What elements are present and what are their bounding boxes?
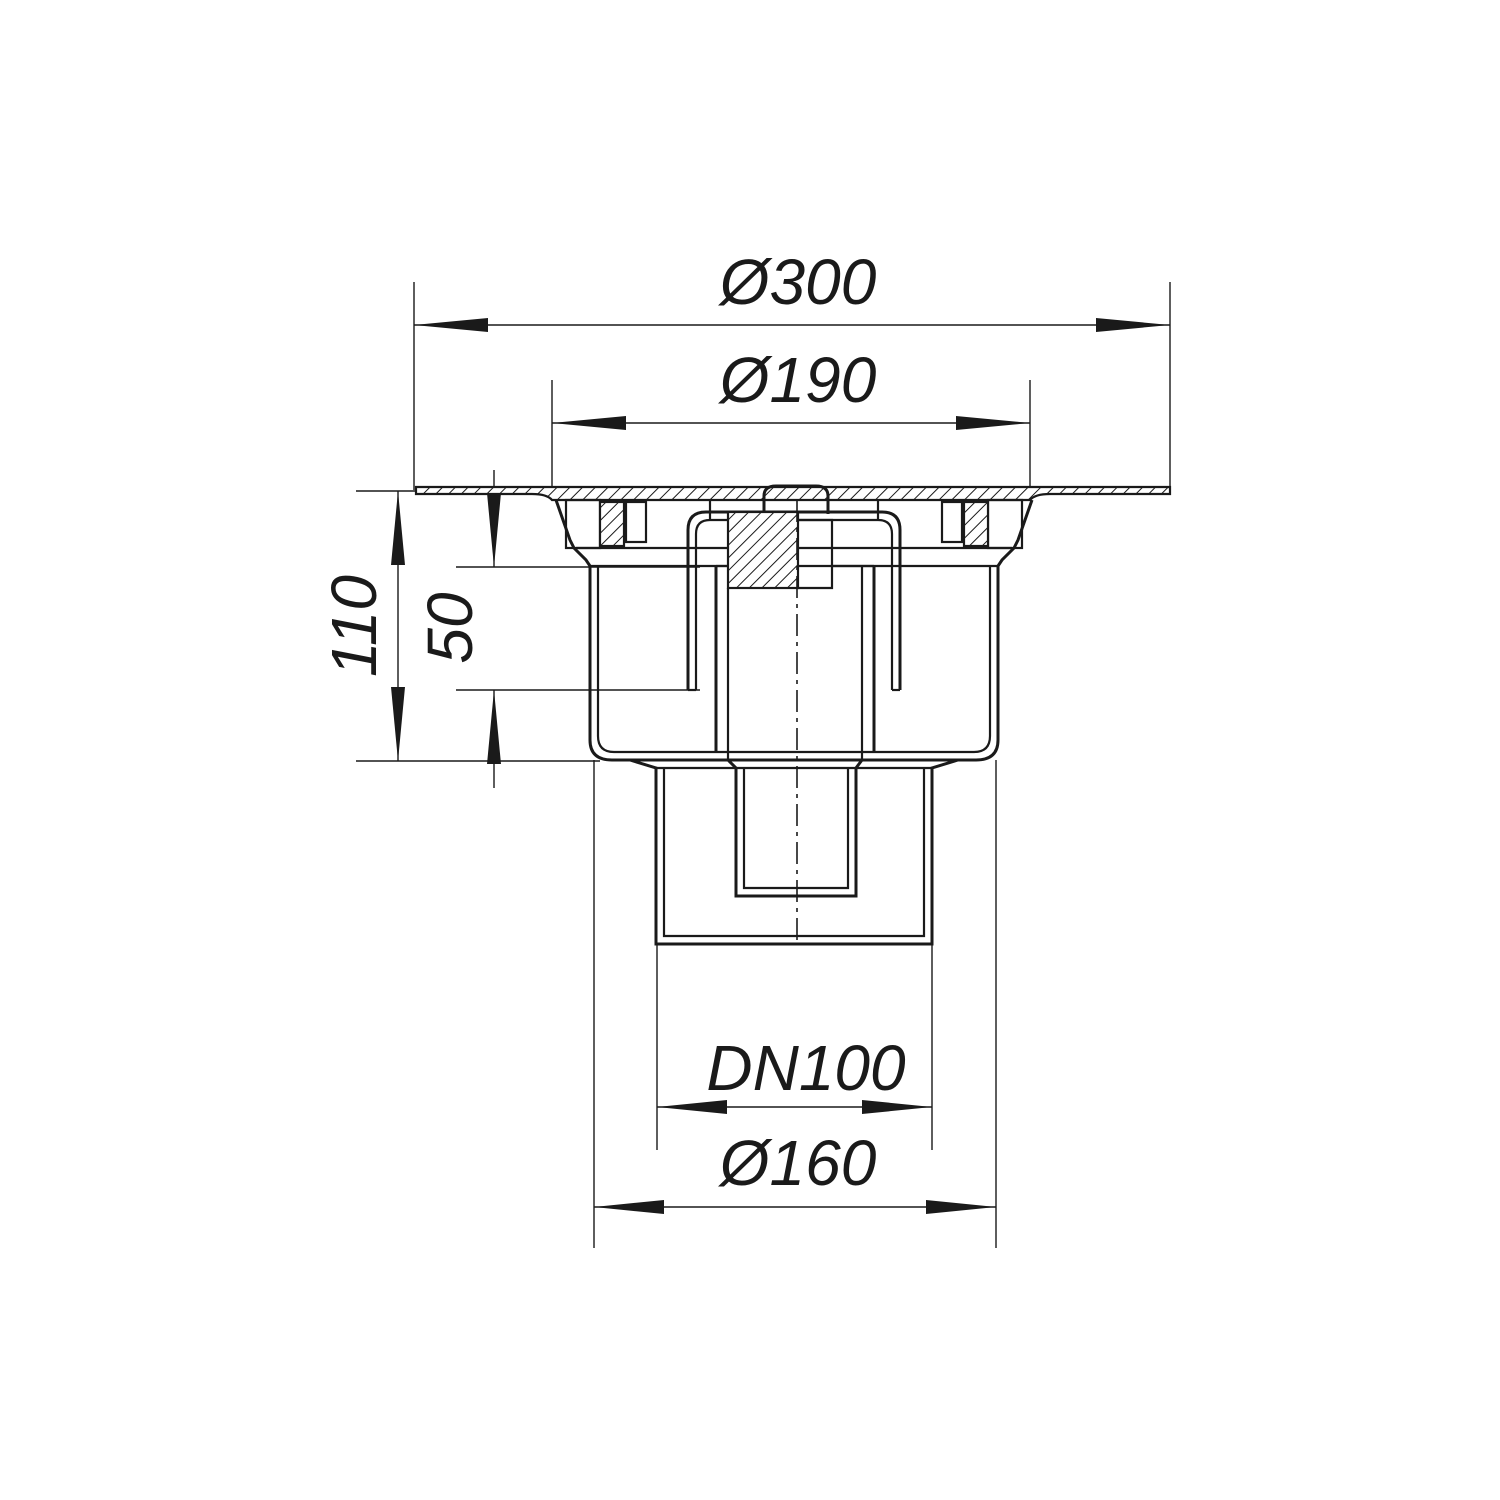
dimension-d300: Ø300	[413, 246, 1171, 490]
dimension-label-h50: 50	[414, 592, 486, 664]
flange	[414, 485, 1172, 502]
seal-left	[598, 500, 626, 548]
trap-handle	[762, 484, 830, 514]
seal-right	[962, 500, 990, 548]
arrowhead	[956, 416, 1030, 430]
dimension-label-h110: 110	[318, 575, 390, 677]
arrowhead	[594, 1200, 664, 1214]
arrowhead	[414, 318, 488, 332]
drain-body	[414, 484, 1172, 946]
dimension-d190: Ø190	[551, 344, 1031, 492]
inner-standpipe-wall	[726, 566, 864, 760]
outlet-spigot-wall	[662, 768, 926, 938]
outlet-spigot	[629, 758, 959, 946]
dimension-d160: Ø160	[593, 760, 997, 1248]
dimension-label-d190: Ø190	[718, 344, 877, 416]
outer-bowl	[554, 499, 1034, 762]
arrowhead	[926, 1200, 996, 1214]
arrowhead	[487, 493, 501, 567]
dimension-dn100: DN100	[656, 945, 933, 1150]
trap-plug	[726, 510, 800, 590]
dimension-label-d300: Ø300	[718, 246, 877, 318]
arrowhead	[1096, 318, 1170, 332]
dimension-h110: 110	[318, 490, 600, 762]
inner-standpipe	[714, 566, 876, 752]
inner-pipe-lower-wall	[742, 768, 850, 890]
inner-pipe-lower	[726, 758, 864, 898]
arrowhead	[862, 1100, 932, 1114]
bolt-left	[624, 500, 648, 544]
arrowhead	[552, 416, 626, 430]
arrowhead	[391, 491, 405, 565]
arrowhead	[657, 1100, 727, 1114]
dimension-label-d160: Ø160	[718, 1127, 877, 1199]
dimension-h50: 50	[414, 470, 700, 788]
arrowhead	[487, 690, 501, 764]
bolt-right	[940, 500, 964, 544]
trap-plug-side	[798, 518, 834, 590]
outer-bowl-inner-wall	[596, 566, 992, 754]
dimension-label-dn100: DN100	[706, 1032, 906, 1104]
arrowhead	[391, 687, 405, 761]
